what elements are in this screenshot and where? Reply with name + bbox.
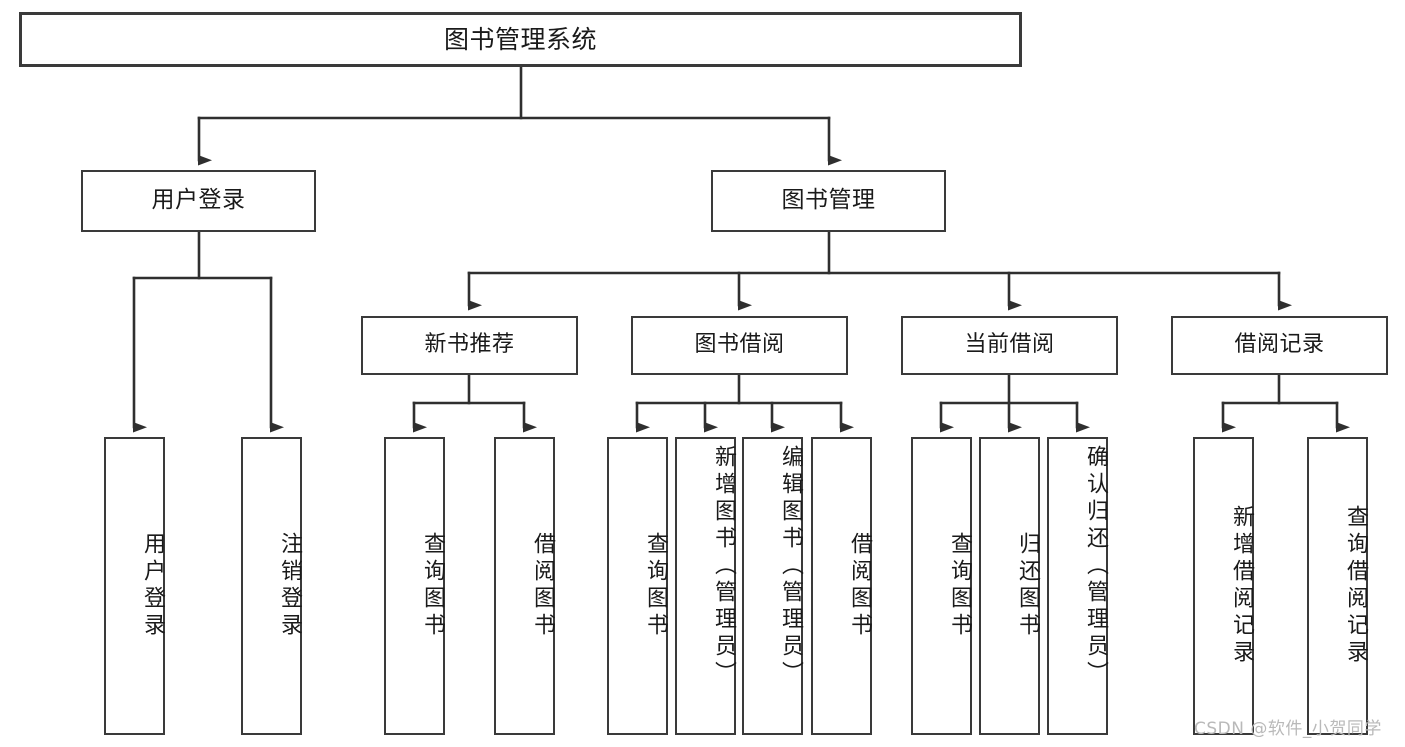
node-book-manage[interactable]: 图书管理 [711, 170, 946, 232]
leaf-inner: 查询图书 [386, 439, 445, 733]
node-borrow-record[interactable]: 借阅记录 [1171, 316, 1388, 375]
node-label: 图书借阅 [694, 332, 785, 358]
node-label: 图书管理 [781, 187, 876, 214]
leaf-add-borrow-record[interactable]: 新增借阅记录 [1193, 437, 1254, 735]
node-label: 用户登录 [140, 532, 165, 640]
node-label: 借阅记录 [1234, 332, 1325, 358]
node-label: 查询图书 [420, 532, 445, 640]
leaf-inner: 归还图书 [981, 439, 1040, 733]
node-label: 注销登录 [277, 532, 302, 640]
leaf-add-book-admin[interactable]: 新增图书（管理员） [675, 437, 736, 735]
node-label: 归还图书 [1015, 532, 1040, 640]
leaf-inner: 查询图书 [609, 439, 668, 733]
node-new-book-recommend[interactable]: 新书推荐 [361, 316, 578, 375]
leaf-inner: 注销登录 [243, 439, 302, 733]
leaf-borrow-book-new-rec[interactable]: 借阅图书 [494, 437, 555, 735]
leaf-inner: 查询图书 [913, 439, 972, 733]
node-label: 新书推荐 [424, 332, 515, 358]
node-user-login[interactable]: 用户登录 [81, 170, 316, 232]
leaf-query-book-borrow[interactable]: 查询图书 [607, 437, 668, 735]
node-label: 新增借阅记录 [1229, 505, 1254, 667]
node-label: 新增图书（管理员） [711, 445, 736, 688]
node-label: 借阅图书 [530, 532, 555, 640]
leaf-inner: 查询借阅记录 [1309, 439, 1368, 733]
leaf-query-book-current[interactable]: 查询图书 [911, 437, 972, 735]
leaf-user-login[interactable]: 用户登录 [104, 437, 165, 735]
node-label: 用户登录 [151, 187, 246, 214]
node-current-borrow[interactable]: 当前借阅 [901, 316, 1118, 375]
node-label: 确认归还（管理员） [1083, 445, 1108, 688]
leaf-inner: 新增借阅记录 [1195, 439, 1254, 733]
node-label: 查询图书 [947, 532, 972, 640]
node-label: 图书管理系统 [443, 24, 597, 54]
node-label: 查询图书 [643, 532, 668, 640]
node-label: 编辑图书（管理员） [778, 445, 803, 688]
csdn-watermark: CSDN @软件_小贺同学 [1194, 719, 1382, 739]
leaf-inner: 编辑图书（管理员） [744, 439, 803, 739]
leaf-inner: 用户登录 [106, 439, 165, 733]
node-root-system[interactable]: 图书管理系统 [19, 12, 1022, 67]
leaf-return-book[interactable]: 归还图书 [979, 437, 1040, 735]
leaf-inner: 借阅图书 [496, 439, 555, 733]
leaf-borrow-book-borrow[interactable]: 借阅图书 [811, 437, 872, 735]
leaf-query-borrow-record[interactable]: 查询借阅记录 [1307, 437, 1368, 735]
leaf-confirm-return-admin[interactable]: 确认归还（管理员） [1047, 437, 1108, 735]
node-label: 借阅图书 [847, 532, 872, 640]
node-book-borrow[interactable]: 图书借阅 [631, 316, 848, 375]
leaf-inner: 新增图书（管理员） [677, 439, 736, 739]
leaf-logout[interactable]: 注销登录 [241, 437, 302, 735]
leaf-inner: 借阅图书 [813, 439, 872, 733]
node-label: 当前借阅 [964, 332, 1055, 358]
leaf-inner: 确认归还（管理员） [1049, 439, 1108, 739]
node-label: 查询借阅记录 [1343, 505, 1368, 667]
leaf-query-book-new-rec[interactable]: 查询图书 [384, 437, 445, 735]
leaf-edit-book-admin[interactable]: 编辑图书（管理员） [742, 437, 803, 735]
